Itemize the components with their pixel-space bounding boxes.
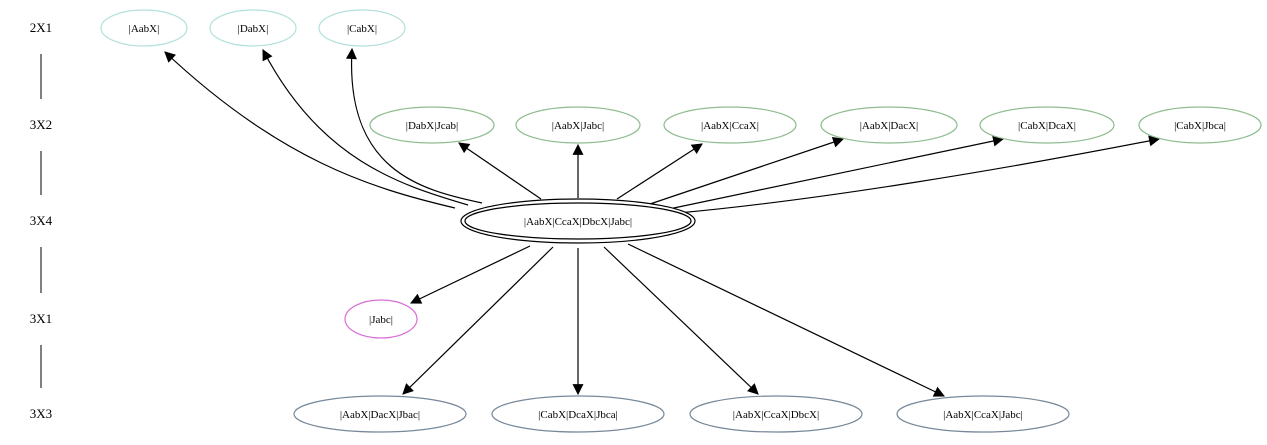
node-n_aabx_dacx: |AabX|DacX| bbox=[820, 106, 958, 144]
node-ellipse bbox=[896, 395, 1070, 433]
edge-n_center-to-n_aabx_dacx_jbac bbox=[402, 246, 554, 395]
node-n_aabx: |AabX| bbox=[100, 9, 188, 47]
node-ellipse bbox=[100, 9, 188, 47]
node-ellipse bbox=[979, 106, 1115, 144]
node-label: |CabX|DcaX|Jbca| bbox=[538, 409, 618, 421]
node-n_dabx: |DabX| bbox=[209, 9, 297, 47]
node-ellipse bbox=[460, 198, 696, 244]
node-label: |DabX| bbox=[238, 23, 269, 35]
node-ellipse bbox=[1138, 106, 1262, 144]
node-label: |AabX|Jabc| bbox=[552, 120, 604, 132]
edge-n_center-to-n_aabx_ccax_dbcx bbox=[603, 246, 759, 395]
node-label: |Jabc| bbox=[369, 314, 393, 326]
node-label: |DabX|Jcab| bbox=[406, 120, 458, 132]
edge-n_center-to-n_dabx bbox=[262, 49, 469, 206]
node-n_dabx_jcab: |DabX|Jcab| bbox=[369, 106, 495, 144]
node-label: |CabX|Jbca| bbox=[1174, 120, 1226, 132]
edge-n_center-to-n_dabx_jcab bbox=[458, 142, 542, 200]
edge-n_center-to-n_cabx_jbca bbox=[677, 135, 1161, 214]
node-ellipse bbox=[344, 299, 418, 339]
node-ellipse bbox=[515, 106, 641, 144]
node-ellipse bbox=[689, 395, 863, 433]
rank-label-r2x1: 2X1 bbox=[30, 20, 52, 35]
node-label: |AabX| bbox=[129, 23, 160, 35]
node-ellipse bbox=[293, 395, 467, 433]
rank-axis: 2X1 3X2 3X4 3X1 3X3 bbox=[30, 20, 53, 421]
node-n_jabc: |Jabc| bbox=[344, 299, 418, 339]
edge-n_center-to-n_aabx bbox=[164, 51, 456, 209]
rank-label-r3x1: 3X1 bbox=[30, 311, 52, 326]
node-n_aabx_ccax_jabc: |AabX|CcaX|Jabc| bbox=[896, 395, 1070, 433]
node-ellipse bbox=[369, 106, 495, 144]
node-label: |AabX|CcaX|DbcX| bbox=[733, 409, 819, 421]
node-n_cabx_dcax_jbca: |CabX|DcaX|Jbca| bbox=[491, 395, 665, 433]
node-label: |AabX|CcaX| bbox=[701, 120, 759, 132]
node-ellipse bbox=[491, 395, 665, 433]
node-layer: |AabX| |DabX| |CabX| |DabX|Jcab| |AabX|Jabc|… bbox=[100, 9, 1262, 433]
node-n_cabx_dcax: |CabX|DcaX| bbox=[979, 106, 1115, 144]
node-label: |AabX|DacX| bbox=[860, 120, 919, 132]
edge-layer bbox=[164, 47, 1161, 397]
node-n_aabx_ccax_dbcx: |AabX|CcaX|DbcX| bbox=[689, 395, 863, 433]
node-ellipse bbox=[663, 106, 797, 144]
node-ellipse-inner bbox=[464, 202, 692, 240]
edge-n_center-to-n_cabx bbox=[345, 47, 483, 204]
rank-label-r3x3: 3X3 bbox=[30, 406, 52, 421]
edge-n_center-to-n_aabx_ccax bbox=[616, 143, 703, 200]
node-n_aabx_ccax: |AabX|CcaX| bbox=[663, 106, 797, 144]
node-ellipse bbox=[318, 9, 406, 47]
rank-label-r3x2: 3X2 bbox=[30, 117, 52, 132]
node-n_aabx_dacx_jbac: |AabX|DacX|Jbac| bbox=[293, 395, 467, 433]
node-n_cabx: |CabX| bbox=[318, 9, 406, 47]
node-label: |AabX|CcaX|Jabc| bbox=[943, 409, 1023, 421]
node-label: |CabX| bbox=[347, 23, 377, 35]
node-ellipse bbox=[209, 9, 297, 47]
node-label: |CabX|DcaX| bbox=[1018, 120, 1076, 132]
edge-n_center-to-n_aabx_ccax_jabc bbox=[627, 243, 945, 397]
node-label: |AabX|CcaX|DbcX|Jabc| bbox=[524, 216, 632, 228]
edge-n_center-to-n_aabx_dacx bbox=[649, 136, 845, 205]
edge-n_center-to-n_cabx_dcax bbox=[668, 135, 1005, 210]
edge-n_center-to-n_jabc bbox=[410, 245, 531, 304]
node-n_cabx_jbca: |CabX|Jbca| bbox=[1138, 106, 1262, 144]
node-n_aabx_jabc: |AabX|Jabc| bbox=[515, 106, 641, 144]
node-label: |AabX|DacX|Jbac| bbox=[340, 409, 420, 421]
node-ellipse bbox=[820, 106, 958, 144]
rank-label-r3x4: 3X4 bbox=[30, 213, 53, 228]
node-n_center: |AabX|CcaX|DbcX|Jabc| bbox=[460, 198, 696, 244]
